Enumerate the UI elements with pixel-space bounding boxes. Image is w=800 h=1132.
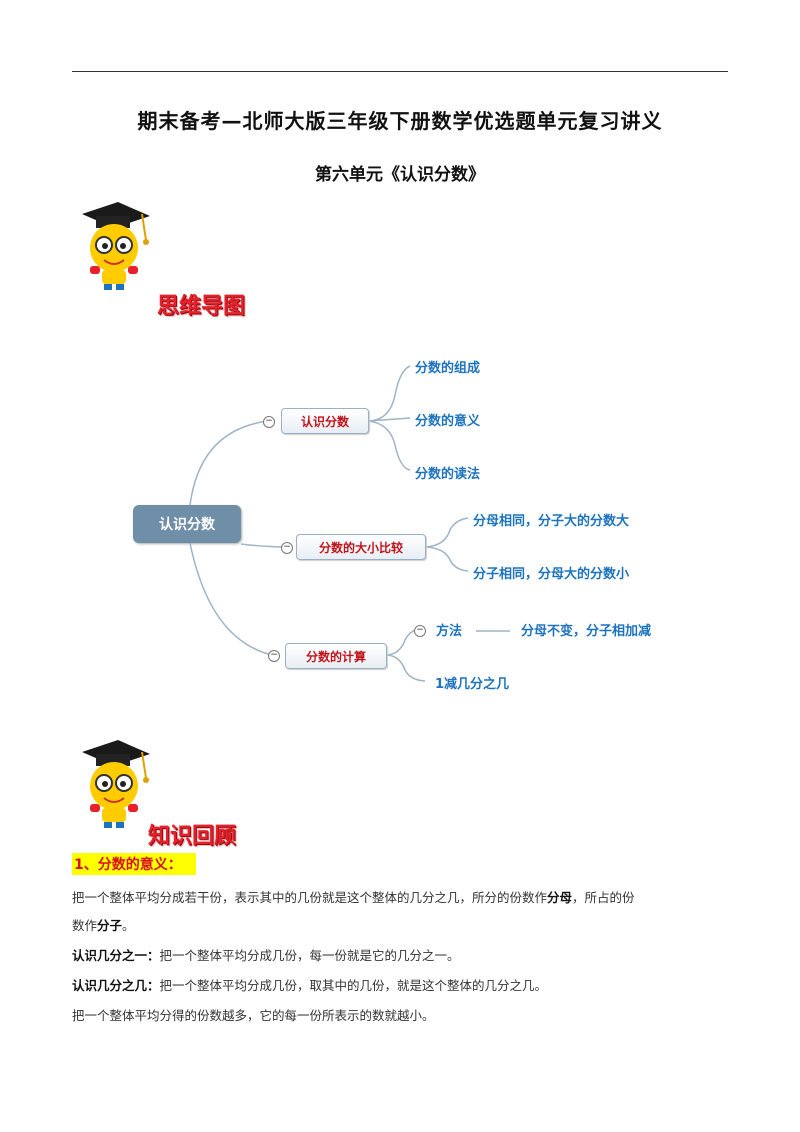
knowledge-paragraph: 认识几分之一：把一个整体平均分成几份，每一份就是它的几分之一。 <box>72 942 732 970</box>
collapse-icon[interactable]: − <box>268 650 280 662</box>
text-span: 把一个整体平均分成若干份，表示其中的几份就是这个整体的几分之几，所分的份数作 <box>72 890 548 905</box>
mindmap-leaf: 分母相同，分子大的分数大 <box>473 514 630 529</box>
mindmap-branch-recognize[interactable]: 认识分数 <box>281 408 369 434</box>
term-unit-fraction: 认识几分之一： <box>72 948 160 963</box>
text-span: 把一个整体平均分成几份，取其中的几份，就是这个整体的几分之几。 <box>159 978 548 993</box>
collapse-icon[interactable]: − <box>414 625 426 637</box>
text-span: 。 <box>122 918 135 933</box>
mindmap-method-label: 方法 <box>436 624 463 639</box>
mindmap-method-value: 分母不变，分子相加减 <box>521 624 652 639</box>
mindmap-branch-calc[interactable]: 分数的计算 <box>285 643 387 669</box>
knowledge-paragraph: 认识几分之几：把一个整体平均分成几份，取其中的几份，就是这个整体的几分之几。 <box>72 972 732 1000</box>
mindmap-leaf: 分子相同，分母大的分数小 <box>473 567 630 582</box>
mindmap-root-node[interactable]: 认识分数 <box>133 505 241 543</box>
unit-subtitle: 第六单元《认识分数》 <box>315 165 485 185</box>
knowledge-paragraph: 把一个整体平均分得的份数越多，它的每一份所表示的数就越小。 <box>72 1008 435 1023</box>
doctor-mascot-icon <box>82 740 150 828</box>
mindmap-branch-compare[interactable]: 分数的大小比较 <box>296 534 426 560</box>
term-numerator: 分子 <box>97 918 123 933</box>
doctor-mascot-icon <box>82 202 150 290</box>
review-heading: 知识回顾 <box>148 823 237 849</box>
knowledge-heading: 1、分数的意义： <box>72 853 196 875</box>
mindmap-leaf: 分数的意义 <box>415 414 481 429</box>
text-span: ，所占的份 <box>572 890 635 905</box>
mindmap-leaf: 分数的组成 <box>415 361 481 376</box>
mindmap-heading: 思维导图 <box>157 293 246 319</box>
collapse-icon[interactable]: − <box>263 416 275 428</box>
text-span: 数作 <box>72 918 98 933</box>
mindmap-leaf: 1减几分之几 <box>435 677 510 692</box>
knowledge-paragraph: 把一个整体平均分成若干份，表示其中的几份就是这个整体的几分之几，所分的份数作分母… <box>72 884 732 940</box>
mindmap-leaf: 分数的读法 <box>415 467 481 482</box>
term-fraction: 认识几分之几： <box>72 978 160 993</box>
top-rule <box>72 71 728 72</box>
text-span: 把一个整体平均分成几份，每一份就是它的几分之一。 <box>159 948 460 963</box>
page-title: 期末备考—北师大版三年级下册数学优选题单元复习讲义 <box>137 109 663 133</box>
term-denominator: 分母 <box>547 890 573 905</box>
collapse-icon[interactable]: − <box>281 542 293 554</box>
